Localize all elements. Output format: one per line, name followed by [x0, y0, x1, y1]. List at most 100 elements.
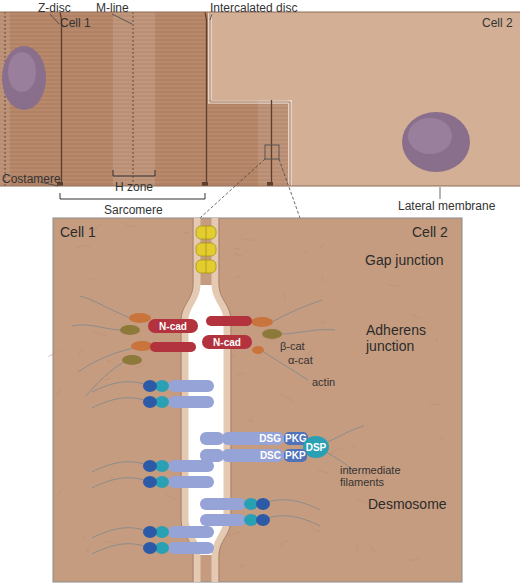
texture-stroke: [249, 420, 253, 421]
plaque-protein: [244, 498, 258, 510]
desmoplakin-circle: DSP: [303, 436, 329, 458]
texture-stroke: [79, 348, 84, 354]
plaque-protein: [155, 476, 169, 488]
desmosome-rows: [92, 380, 320, 554]
part-label: H zone: [115, 180, 153, 194]
texture-stroke: [371, 547, 375, 552]
plaque-protein: [155, 460, 169, 472]
myofibrils: [0, 12, 290, 188]
part-label: Cell 2: [482, 16, 513, 30]
part-label: Gap junction: [365, 252, 444, 268]
inset-panel: [53, 218, 462, 582]
filament-line: [328, 426, 364, 442]
plaque-protein: [256, 498, 270, 510]
part-label: Intercalated disc: [210, 1, 297, 15]
alpha-catenin: [120, 325, 140, 335]
plaque-protein: [143, 460, 157, 472]
z-disc-line: [205, 12, 207, 188]
leader-line: [440, 187, 441, 199]
alpha-catenin: [262, 329, 282, 339]
actin-line: [86, 362, 124, 396]
beta-catenin: [251, 317, 273, 327]
desmocollin-rod: [200, 449, 224, 462]
alpha-catenin: [122, 355, 142, 365]
zoom-line: [200, 159, 265, 218]
texture-stroke: [107, 361, 110, 362]
protein-name: DSC: [260, 450, 281, 461]
part-label: Cell 1: [60, 16, 91, 30]
part-label: Sarcomere: [104, 203, 163, 217]
texture-stroke: [439, 438, 442, 440]
z-disc-line: [270, 12, 272, 188]
nucleus-highlight: [8, 52, 36, 92]
gap-junction-channels: [196, 226, 216, 273]
n-cadherin-box: N-cad: [148, 319, 198, 333]
filament-line: [92, 398, 150, 408]
leader-line: [50, 14, 59, 24]
m-line: [133, 12, 134, 186]
m-line: [5, 12, 6, 186]
filament-line: [92, 528, 150, 538]
texture-stroke: [322, 275, 328, 282]
cell-membrane: [215, 218, 227, 582]
texture-stroke: [284, 293, 285, 299]
actin-line: [72, 325, 122, 330]
plaque-protein: [143, 380, 157, 392]
texture-stroke: [104, 378, 110, 380]
membrane-edge: [219, 218, 231, 582]
nucleus-highlight: [408, 118, 452, 154]
texture-stroke: [77, 246, 91, 248]
plaque-protein: [155, 380, 169, 392]
texture-stroke: [236, 373, 245, 378]
filament-line: [92, 478, 150, 488]
texture-stroke: [166, 494, 179, 499]
zoom-line: [279, 159, 300, 218]
texture-stroke: [350, 446, 355, 449]
costamere-mark: [267, 182, 273, 186]
filament-line: [262, 516, 320, 526]
n-cadherin: [150, 342, 196, 352]
leader-line: [112, 14, 132, 24]
plakophilin-box: PKP: [284, 449, 307, 462]
texture-stroke: [232, 355, 234, 358]
zoom-square: [265, 145, 279, 159]
filament-line: [92, 544, 150, 554]
texture-stroke: [356, 544, 358, 551]
texture-stroke: [411, 557, 420, 560]
texture-stroke: [305, 250, 306, 252]
texture-stroke: [242, 238, 255, 240]
protein-name: N-cad: [159, 321, 187, 332]
texture-stroke: [106, 541, 118, 543]
part-label: β-cat: [280, 340, 305, 352]
part-label: Z-disc: [38, 1, 71, 15]
texture-stroke: [240, 565, 244, 568]
nucleus: [2, 46, 46, 110]
plaque-protein: [143, 526, 157, 538]
texture-stroke: [357, 500, 368, 503]
part-label: Costamere: [2, 172, 61, 186]
texture-stroke: [279, 394, 294, 402]
n-cadherin: [206, 316, 252, 326]
protein-name: PKP: [285, 450, 306, 461]
plaque-protein: [143, 396, 157, 408]
texture-stroke: [430, 404, 439, 406]
z-disc-line: [60, 12, 62, 188]
texture-stroke: [83, 534, 90, 538]
plaque-protein: [256, 514, 270, 526]
costamere-mark: [202, 182, 208, 186]
plaque-protein: [155, 396, 169, 408]
part-label: α-cat: [288, 354, 313, 366]
part-label: Lateral membrane: [398, 199, 495, 213]
beta-catenin: [252, 346, 264, 354]
nucleus: [402, 112, 470, 172]
filament-line: [262, 500, 320, 510]
part-label: Desmosome: [368, 496, 447, 512]
lateral-membrane-line: [0, 186, 520, 187]
protein-name: DSP: [306, 442, 327, 453]
plaque-protein: [143, 476, 157, 488]
texture-stroke: [331, 449, 344, 455]
texture-stroke: [185, 232, 190, 233]
texture-stroke: [322, 318, 326, 323]
plaque-protein: [244, 514, 258, 526]
